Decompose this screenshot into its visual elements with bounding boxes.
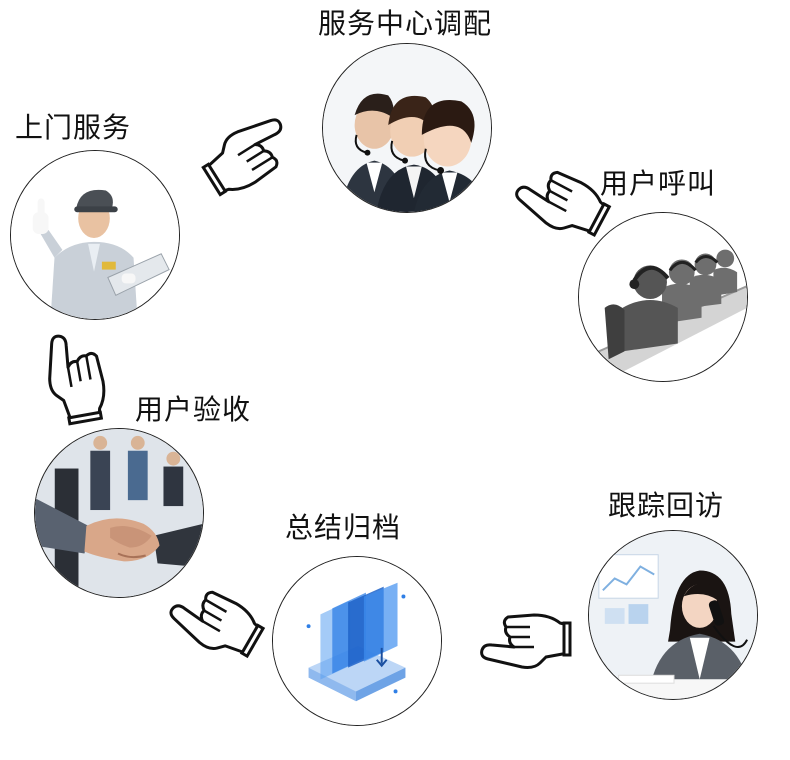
step-label-followup: 跟踪回访 (608, 489, 725, 522)
step-image-accept (34, 428, 204, 598)
arrow-dispatch-to-call (508, 156, 615, 248)
step-image-call (578, 212, 748, 382)
step-label-archive: 总结归档 (285, 511, 402, 544)
arrow-visit-to-dispatch (195, 108, 301, 203)
step-image-visit (10, 150, 180, 320)
user-call-agents-icon (579, 213, 747, 381)
handshake-icon (35, 429, 203, 597)
step-image-archive (272, 556, 442, 726)
call-center-agents-icon (323, 44, 491, 212)
pointing-hand-icon (480, 613, 572, 669)
pointing-hand-icon (508, 156, 615, 248)
step-image-dispatch (322, 43, 492, 213)
arrow-accept-to-visit (36, 328, 116, 428)
phone-followup-icon (589, 531, 757, 699)
step-label-accept: 用户验收 (135, 393, 252, 426)
step-image-followup (588, 530, 758, 700)
data-archive-icon (273, 557, 441, 725)
arrow-followup-to-archive (474, 610, 578, 672)
arrow-archive-to-accept (162, 575, 269, 669)
pointing-hand-icon (40, 328, 111, 428)
step-label-dispatch: 服务中心调配 (318, 7, 493, 40)
step-label-visit: 上门服务 (15, 111, 132, 144)
pointing-hand-icon (195, 108, 301, 203)
pointing-hand-icon (162, 575, 269, 669)
technician-icon (11, 151, 179, 319)
step-label-call: 用户呼叫 (600, 167, 717, 200)
